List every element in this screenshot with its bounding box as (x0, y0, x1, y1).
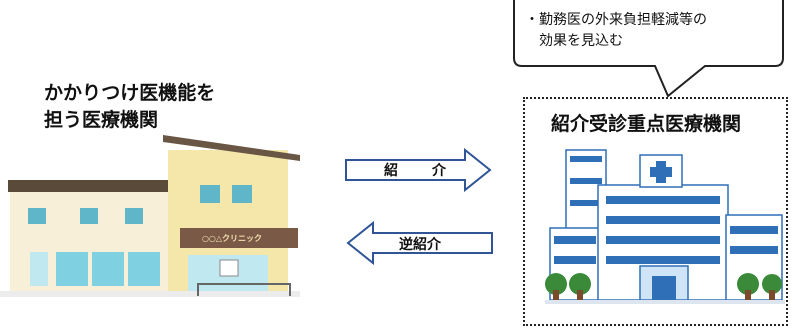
hospital-frame (523, 97, 788, 326)
clinic-building-illustration (0, 135, 300, 297)
clinic-title-line-2: 担う医療機関 (44, 109, 159, 131)
referral-label: 紹 介 (384, 163, 456, 179)
clinic-title-line-1: かかりつけ医機能を (44, 82, 216, 104)
callout-line-2: 効果を見込む (525, 33, 623, 49)
callout-line-1: ・勤務医の外来負担軽減等の (525, 12, 707, 28)
clinic-sign-text: ○○△クリニック (201, 234, 263, 243)
callout-text: ・勤務医の外来負担軽減等の 効果を見込む (525, 10, 707, 52)
hospital-title: 紹介受診重点医療機関 (551, 113, 742, 135)
clinic-title: かかりつけ医機能を 担う医療機関 (44, 80, 215, 134)
reverse-referral-label: 逆紹介 (399, 237, 441, 253)
